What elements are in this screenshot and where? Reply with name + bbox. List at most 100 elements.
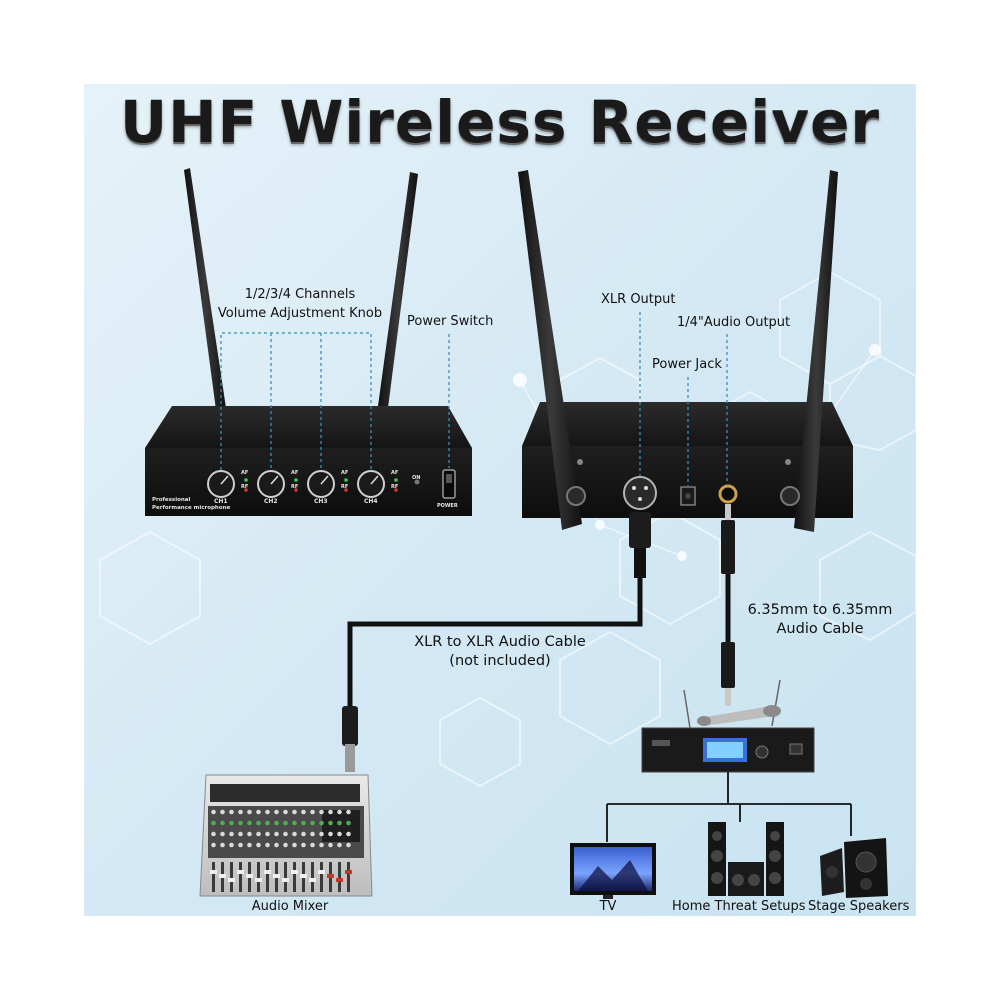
tv bbox=[570, 843, 656, 899]
mixer-knob bbox=[301, 842, 306, 848]
power-jack-label: Power Jack bbox=[652, 357, 722, 372]
mixer-fader-track bbox=[347, 862, 350, 892]
rf-label-3: RF bbox=[341, 484, 349, 490]
mixer-fader-cap bbox=[210, 870, 217, 874]
mixer-knob bbox=[274, 820, 279, 826]
mixer-knob bbox=[319, 809, 324, 815]
mixer-fader-cap bbox=[282, 878, 289, 882]
mixer-fader-track bbox=[266, 862, 269, 892]
mixer-knob bbox=[283, 809, 288, 815]
ch1-label: CH1 bbox=[214, 498, 228, 505]
left-antenna bbox=[184, 168, 226, 410]
channels-label-line1: 1/2/3/4 Channels bbox=[244, 287, 356, 302]
mixer-knob bbox=[310, 842, 315, 848]
mixer-fader-track bbox=[293, 862, 296, 892]
ch2-label: CH2 bbox=[264, 498, 278, 505]
tv-label: TV bbox=[599, 899, 617, 914]
mixer-knob bbox=[319, 831, 324, 837]
mixer-fader-track bbox=[257, 862, 260, 892]
mixer-knob bbox=[292, 831, 297, 837]
mixer-knob bbox=[229, 831, 234, 837]
mixer-knob bbox=[229, 809, 234, 815]
rear-top bbox=[522, 402, 853, 446]
xlr-cable-label-line1: XLR to XLR Audio Cable bbox=[414, 634, 586, 650]
quarter-inch-cable bbox=[721, 504, 735, 706]
front-receiver bbox=[145, 168, 472, 516]
mixer-knob bbox=[211, 842, 216, 848]
mixer-knob bbox=[256, 820, 261, 826]
power-switch-label: Power Switch bbox=[407, 314, 494, 329]
mixer-knob bbox=[337, 809, 342, 815]
mixer-knob bbox=[346, 820, 351, 826]
mixer-knob bbox=[292, 809, 297, 815]
quarter-inch-output-port[interactable] bbox=[718, 484, 738, 504]
af-label-1: AF bbox=[241, 470, 249, 476]
mixer-knob bbox=[238, 831, 243, 837]
mixer-fader-cap bbox=[327, 874, 334, 878]
mixer-fader-track bbox=[230, 862, 233, 892]
mixer-knob bbox=[283, 820, 288, 826]
mixer-knob bbox=[346, 809, 351, 815]
audio-mixer-label: Audio Mixer bbox=[251, 899, 329, 914]
mixer-knob bbox=[301, 831, 306, 837]
mixer-fader-track bbox=[284, 862, 287, 892]
mixer-knob bbox=[301, 809, 306, 815]
xlr-output-port[interactable] bbox=[623, 476, 657, 510]
af-label-4: AF bbox=[391, 470, 399, 476]
mixer-fader-track bbox=[320, 862, 323, 892]
mixer-knob bbox=[310, 809, 315, 815]
home-setups-label: Home Threat Setups bbox=[672, 899, 806, 914]
on-label: ON bbox=[412, 475, 421, 481]
mixer-fader-cap bbox=[273, 874, 280, 878]
audio-output-label: 1/4"Audio Output bbox=[677, 315, 791, 330]
mixer-knob bbox=[346, 842, 351, 848]
amplifier bbox=[641, 679, 815, 773]
mixer-knob bbox=[310, 820, 315, 826]
mixer-knob bbox=[337, 820, 342, 826]
audio-mixer bbox=[199, 774, 373, 897]
mixer-knob bbox=[328, 820, 333, 826]
mixer-knob bbox=[238, 842, 243, 848]
on-indicator bbox=[414, 479, 420, 485]
mixer-fader-cap bbox=[264, 870, 271, 874]
mixer-knob bbox=[265, 809, 270, 815]
mixer-knob bbox=[220, 831, 225, 837]
mixer-fader-cap bbox=[300, 874, 307, 878]
mixer-knob bbox=[211, 820, 216, 826]
ch3-label: CH3 bbox=[314, 498, 328, 505]
mixer-knob bbox=[319, 820, 324, 826]
mixer-knob bbox=[337, 831, 342, 837]
mixer-knob bbox=[238, 820, 243, 826]
mixer-fader-track bbox=[338, 862, 341, 892]
rear-right-antenna bbox=[794, 170, 838, 532]
mixer-knob bbox=[265, 820, 270, 826]
mixer-knob bbox=[256, 809, 261, 815]
power-device-label: POWER bbox=[437, 503, 458, 509]
mixer-knob bbox=[292, 842, 297, 848]
xlr-output-label: XLR Output bbox=[601, 292, 676, 307]
brand-line1: Professional bbox=[152, 497, 191, 503]
mixer-knob bbox=[220, 842, 225, 848]
mixer-fader-cap bbox=[219, 874, 226, 878]
rear-guide-lines bbox=[639, 312, 728, 486]
mixer-knob bbox=[301, 820, 306, 826]
mixer-knob bbox=[229, 842, 234, 848]
mixer-fader-cap bbox=[318, 870, 325, 874]
mixer-fader-cap bbox=[345, 870, 352, 874]
mixer-fader-cap bbox=[255, 878, 262, 882]
mixer-knob bbox=[265, 842, 270, 848]
mixer-knob bbox=[220, 820, 225, 826]
mixer-knob bbox=[310, 831, 315, 837]
mixer-fader-cap bbox=[237, 870, 244, 874]
xlr-cable bbox=[342, 512, 651, 772]
mixer-knob bbox=[247, 831, 252, 837]
indicator-leds bbox=[244, 478, 398, 492]
front-guide-lines bbox=[220, 332, 450, 470]
rf-label-1: RF bbox=[241, 484, 249, 490]
rear-left-antenna bbox=[518, 170, 582, 530]
page-title: UHF Wireless Receiver bbox=[119, 88, 881, 156]
xlr-cable-label-line2: (not included) bbox=[449, 653, 551, 669]
mixer-knob bbox=[256, 842, 261, 848]
af-label-2: AF bbox=[291, 470, 299, 476]
